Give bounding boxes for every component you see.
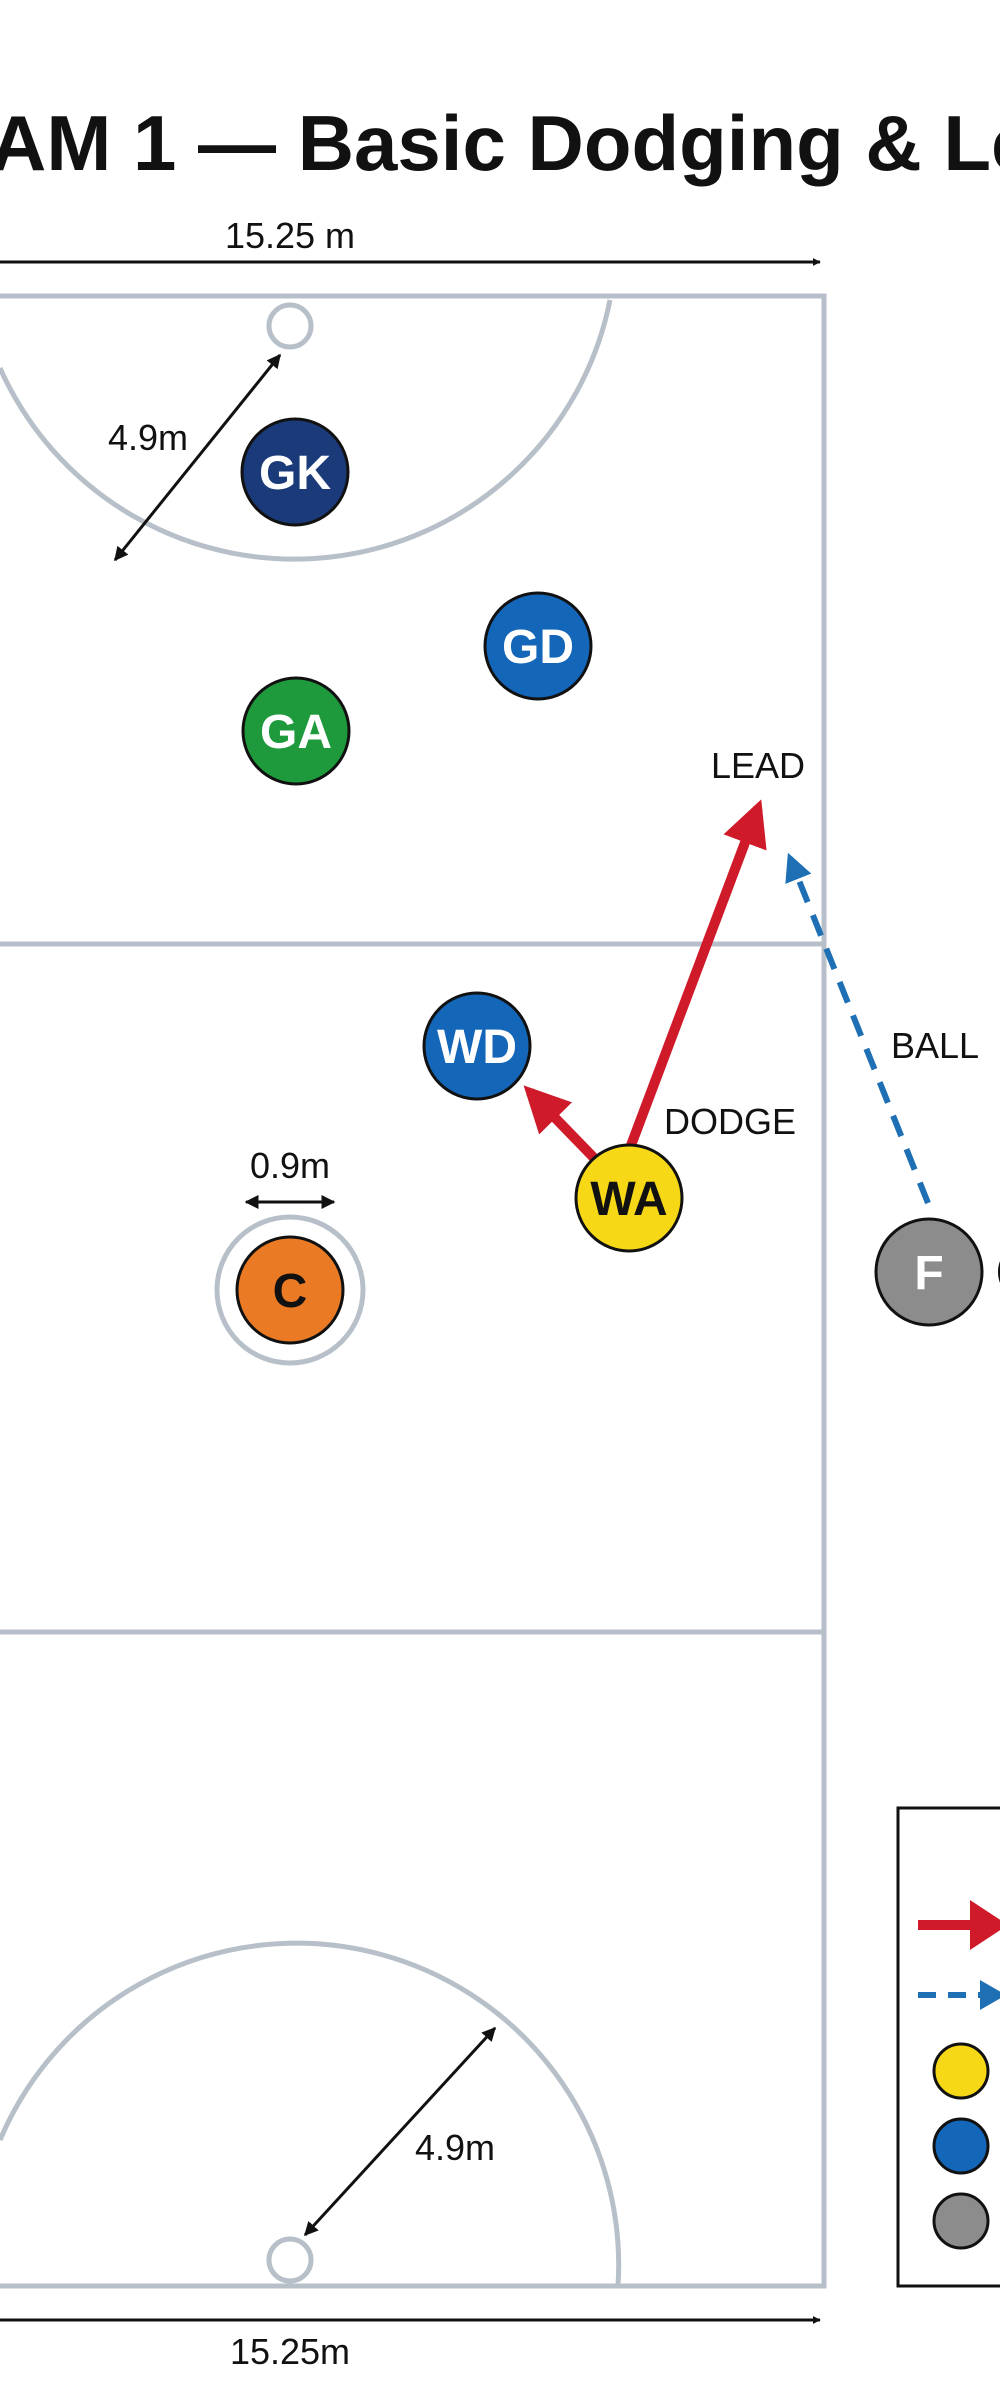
player-gk: GK [240, 417, 350, 527]
player-gd-marker [483, 591, 593, 701]
player-f-label: F [914, 1247, 943, 1300]
bottom-radius-label: 4.9m [415, 2127, 495, 2168]
player-f: F [874, 1217, 984, 1327]
lead-arrow [625, 799, 767, 1150]
court-boundary [0, 293, 827, 2289]
dodge-label: DODGE [664, 1101, 796, 1142]
legend [896, 1806, 1000, 2288]
goal-post-bottom [266, 2236, 314, 2284]
player-gd: GD [483, 591, 593, 701]
player-gk-marker [240, 417, 350, 527]
bottom-radius-dimension-arrow [303, 2026, 497, 2237]
player-ga: GA [241, 676, 351, 786]
player-wd-label: WD [437, 1021, 517, 1074]
goal-circle-top [0, 299, 613, 562]
bottom-width-label: 15.25m [230, 2331, 350, 2372]
player-c: C [235, 1235, 345, 1345]
player-f-marker [874, 1217, 984, 1327]
court [0, 293, 827, 2289]
player-ga-marker [241, 676, 351, 786]
top-width-label: 15.25 m [225, 215, 355, 256]
legend-grey-swatch [932, 2192, 990, 2250]
top-radius-dimension-arrow [113, 353, 282, 562]
diagram-title: AM 1 — Basic Dodging & Leading [0, 99, 1000, 187]
centre-circle-label: 0.9m [250, 1145, 330, 1186]
top-radius-label: 4.9m [108, 417, 188, 458]
lead-label: LEAD [711, 745, 805, 786]
player-wd-marker [422, 991, 532, 1101]
goal-circle-bottom [0, 1940, 622, 2287]
player-gk-label: GK [259, 447, 331, 500]
player-wa-marker [574, 1143, 684, 1253]
legend-movement-arrowhead [970, 1900, 1000, 1950]
player-ga-label: GA [260, 706, 332, 759]
ball-label: BALL [891, 1025, 979, 1066]
player-wa-label: WA [590, 1173, 667, 1226]
dodge-arrow [523, 1085, 600, 1164]
ball-pass-arrow [785, 852, 931, 1205]
player-wd: WD [422, 991, 532, 1101]
player-c-label: C [273, 1265, 308, 1318]
player-wa: WA [574, 1143, 684, 1253]
legend-blue-swatch [932, 2117, 990, 2175]
goal-post-top [266, 302, 314, 350]
player-gd-label: GD [502, 621, 574, 674]
legend-pass-arrowhead [980, 1980, 1000, 2010]
player-c-marker [235, 1235, 345, 1345]
legend-yellow-swatch [932, 2042, 990, 2100]
